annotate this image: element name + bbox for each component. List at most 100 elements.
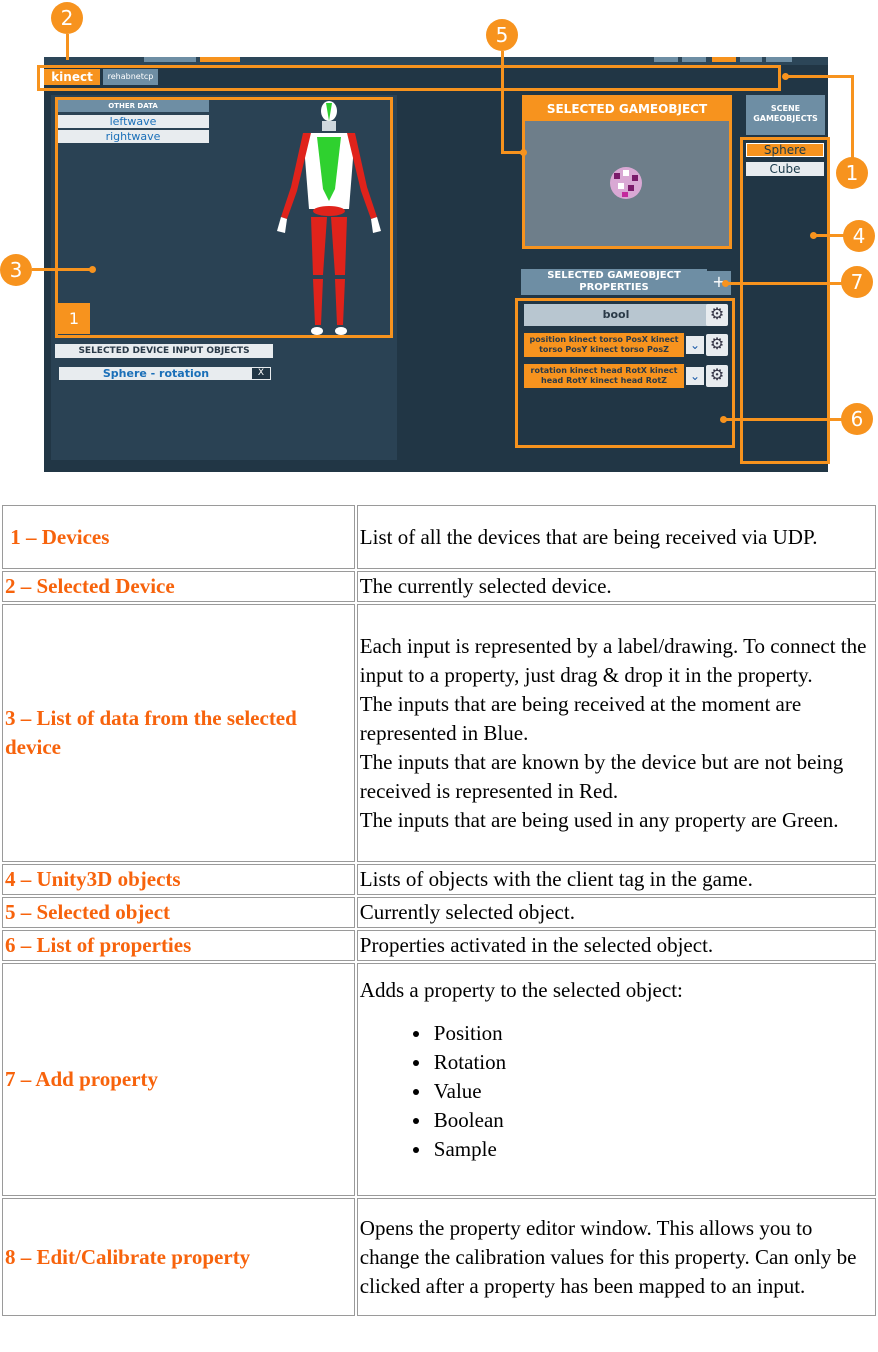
legend-table: 1 – Devices List of all the devices that… xyxy=(0,503,878,1318)
table-row: 4 – Unity3D objects Lists of objects wit… xyxy=(2,864,876,895)
row-value: Each input is represented by a label/dra… xyxy=(356,604,876,862)
row-key: 5 – Selected object xyxy=(2,897,355,928)
callout-5: 5 xyxy=(486,19,518,51)
callout-4: 4 xyxy=(843,220,875,252)
row-value: Adds a property to the selected object: … xyxy=(356,963,876,1196)
list-item: Position xyxy=(432,1019,873,1048)
scene-object-sphere[interactable]: Sphere xyxy=(746,143,824,157)
callout-5-leader xyxy=(501,51,504,153)
row-value: Opens the property editor window. This a… xyxy=(356,1198,876,1316)
row-value: The currently selected device. xyxy=(356,571,876,602)
selected-input-item[interactable]: Sphere - rotation xyxy=(59,367,253,380)
property-rotation[interactable]: rotation kinect head RotX kinect head Ro… xyxy=(524,364,684,388)
selected-gameobject-preview xyxy=(524,97,730,247)
selected-gameobject-highlight xyxy=(522,95,732,249)
callout-1-leader xyxy=(851,75,854,159)
table-row: 6 – List of properties Properties activa… xyxy=(2,930,876,961)
calibrate-gear-icon[interactable]: ⚙ xyxy=(706,304,728,326)
callout-1-dot xyxy=(782,73,789,80)
table-row: 3 – List of data from the selected devic… xyxy=(2,604,876,862)
selected-gameobject-title: SELECTED GAMEOBJECT xyxy=(524,97,730,121)
callout-2-leader xyxy=(66,34,69,60)
toolbar-button[interactable] xyxy=(654,57,678,62)
device-tab-kinect[interactable]: kinect xyxy=(44,69,100,85)
row-key: 1 – Devices xyxy=(2,505,355,569)
table-row: 8 – Edit/Calibrate property Opens the pr… xyxy=(2,1198,876,1316)
callout-7-leader xyxy=(726,282,842,285)
callout-6-leader xyxy=(724,418,842,421)
row-key-text: 1 – Devices xyxy=(10,524,110,549)
list-item: Boolean xyxy=(432,1106,873,1135)
body-figure[interactable] xyxy=(273,99,385,337)
row-line: The inputs that are being used in any pr… xyxy=(359,807,839,832)
toolbar-button[interactable] xyxy=(712,57,736,62)
callout-3: 3 xyxy=(0,254,32,286)
callout-6: 6 xyxy=(841,403,873,435)
property-bool[interactable]: bool xyxy=(524,304,708,326)
sphere-object-icon[interactable] xyxy=(608,163,644,203)
row-value: Currently selected object. xyxy=(356,897,876,928)
scene-objects-highlight xyxy=(740,137,830,464)
callout-5-dot xyxy=(520,149,527,156)
callout-4-dot xyxy=(810,232,817,239)
list-item: Rotation xyxy=(432,1048,873,1077)
input-leftwave[interactable]: leftwave xyxy=(57,115,209,128)
row-key: 3 – List of data from the selected devic… xyxy=(2,604,355,862)
callout-7: 7 xyxy=(841,266,873,298)
table-row: 2 – Selected Device The currently select… xyxy=(2,571,876,602)
property-position[interactable]: position kinect torso PosX kinect torso … xyxy=(524,333,684,357)
table-row: 7 – Add property Adds a property to the … xyxy=(2,963,876,1196)
device-data-highlight xyxy=(55,97,393,338)
row-key: 6 – List of properties xyxy=(2,930,355,961)
row-key: 4 – Unity3D objects xyxy=(2,864,355,895)
row-line: The inputs that are known by the device … xyxy=(359,749,844,803)
device-data-panel: OTHER DATA leftwave rightwave xyxy=(51,95,397,460)
row-key: 2 – Selected Device xyxy=(2,571,355,602)
callout-5-leader xyxy=(501,151,525,154)
toolbar-button[interactable] xyxy=(200,57,240,62)
selected-inputs-title: SELECTED DEVICE INPUT OBJECTS xyxy=(55,344,273,358)
scene-gameobjects-title: SCENE GAMEOBJECTS xyxy=(746,95,825,135)
other-data-title: OTHER DATA xyxy=(57,100,209,112)
callout-7-dot xyxy=(722,280,729,287)
row-key: 8 – Edit/Calibrate property xyxy=(2,1198,355,1316)
row-value: Properties activated in the selected obj… xyxy=(356,930,876,961)
chevron-down-icon[interactable]: ⌄ xyxy=(686,367,704,385)
callout-1-leader xyxy=(787,75,853,78)
list-item: Value xyxy=(432,1077,873,1106)
property-type-list: Position Rotation Value Boolean Sample xyxy=(360,1019,873,1164)
application-screenshot: kinect rehabnetcp OTHER DATA leftwave ri… xyxy=(0,0,878,478)
top-toolbar xyxy=(44,57,828,65)
table-row: 5 – Selected object Currently selected o… xyxy=(2,897,876,928)
scene-object-cube[interactable]: Cube xyxy=(746,162,824,176)
callout-1: 1 xyxy=(836,157,868,189)
input-rightwave[interactable]: rightwave xyxy=(57,130,209,143)
calibrate-gear-icon[interactable]: ⚙ xyxy=(706,334,728,356)
chevron-down-icon[interactable]: ⌄ xyxy=(686,336,704,354)
toolbar-button[interactable] xyxy=(740,57,762,62)
app-window: kinect rehabnetcp OTHER DATA leftwave ri… xyxy=(37,57,830,472)
toolbar-button[interactable] xyxy=(766,57,792,62)
callout-6-dot xyxy=(720,416,727,423)
properties-list-highlight xyxy=(515,298,735,448)
row-line: The inputs that are being received at th… xyxy=(359,691,802,745)
toolbar-button[interactable] xyxy=(682,57,706,62)
page-index-button[interactable]: 1 xyxy=(58,303,90,334)
callout-2: 2 xyxy=(51,2,83,34)
properties-title: SELECTED GAMEOBJECT PROPERTIES xyxy=(521,269,707,295)
row-line: Each input is represented by a label/dra… xyxy=(359,633,867,687)
callout-4-leader xyxy=(814,234,844,237)
callout-3-leader xyxy=(32,268,92,271)
table-row: 1 – Devices List of all the devices that… xyxy=(2,505,876,569)
toolbar-button[interactable] xyxy=(144,57,196,62)
row-value: List of all the devices that are being r… xyxy=(356,505,876,569)
devices-highlight xyxy=(37,65,781,91)
row-key: 7 – Add property xyxy=(2,963,355,1196)
calibrate-gear-icon[interactable]: ⚙ xyxy=(706,365,728,387)
callout-3-dot xyxy=(89,266,96,273)
list-item: Sample xyxy=(432,1135,873,1164)
remove-input-button[interactable]: X xyxy=(251,367,271,380)
row-value: Lists of objects with the client tag in … xyxy=(356,864,876,895)
device-tab-rehabnetcp[interactable]: rehabnetcp xyxy=(103,69,158,85)
row-intro: Adds a property to the selected object: xyxy=(359,977,683,1002)
